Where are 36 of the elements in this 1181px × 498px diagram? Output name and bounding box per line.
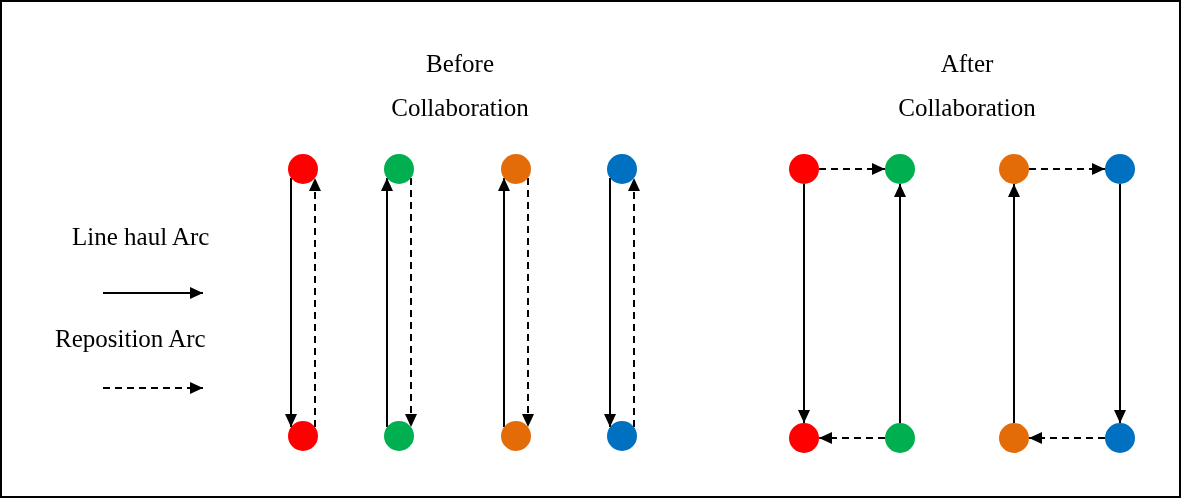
node-circle [607,421,637,451]
node-circle [607,154,637,184]
node-circle [1105,154,1135,184]
arrow [405,177,417,428]
node-circle [789,423,819,453]
arrow [522,177,534,428]
arrow [818,432,886,444]
node-circle [384,421,414,451]
arrow [381,177,393,428]
node-circle [885,154,915,184]
node-circle [789,154,819,184]
arrow [1028,163,1106,175]
node-circle [501,154,531,184]
arrow [1114,183,1126,424]
arrow [818,163,886,175]
legend-label: Line haul Arc [72,222,210,252]
node-circle [501,421,531,451]
arrow [798,183,810,424]
node-circle [1105,423,1135,453]
node-circle [885,423,915,453]
node-circle [288,421,318,451]
section-heading: Before Collaboration [390,49,530,123]
arrow [628,177,640,428]
node-circle [384,154,414,184]
arrow [309,177,321,428]
node-circle [288,154,318,184]
node-circle [999,423,1029,453]
legend-label: Reposition Arc [55,324,206,354]
arrow [1028,432,1106,444]
arrow [498,177,510,428]
arrow [604,177,616,428]
section-heading: After Collaboration [897,49,1037,123]
arrow [894,183,906,424]
arrow [1008,183,1020,424]
arrow [285,177,297,428]
node-circle [999,154,1029,184]
